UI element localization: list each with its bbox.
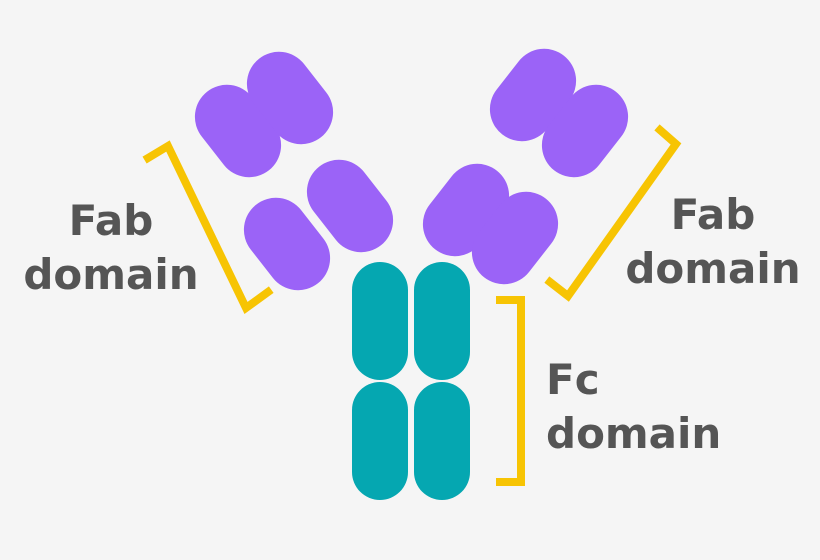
- fc-right-upper-segment: [414, 262, 470, 380]
- right-fab-outer-lower-segment: [471, 191, 559, 285]
- left-fab-inner-lower-segment: [306, 159, 394, 253]
- fc-bracket: [496, 296, 525, 486]
- fc-stem: [352, 262, 470, 500]
- left-fab-inner-upper-segment: [246, 51, 334, 145]
- fc-left-lower-segment: [352, 382, 408, 500]
- fab-right-label-line1: Fab: [670, 190, 756, 239]
- fc-label-line2: domain: [546, 408, 722, 458]
- right-fab-arm: [422, 48, 629, 285]
- fab-left-label-line1: Fab: [68, 196, 154, 245]
- left-fab-outer-lower-segment: [243, 197, 331, 291]
- right-fab-outer-upper-segment: [541, 84, 629, 178]
- fab-right-label-line2: domain: [625, 243, 801, 293]
- left-fab-arm: [194, 51, 394, 291]
- fab-left-label-line2: domain: [23, 249, 199, 299]
- fc-right-lower-segment: [414, 382, 470, 500]
- right-fab-bracket: [544, 124, 682, 302]
- fab-domain-label-right: Fab domain: [622, 188, 804, 296]
- left-fab-bracket: [142, 140, 274, 315]
- fc-left-upper-segment: [352, 262, 408, 380]
- fab-domain-label-left: Fab domain: [22, 194, 200, 302]
- fc-label-line1: Fc: [546, 355, 600, 404]
- fc-domain-label: Fc domain: [546, 353, 721, 461]
